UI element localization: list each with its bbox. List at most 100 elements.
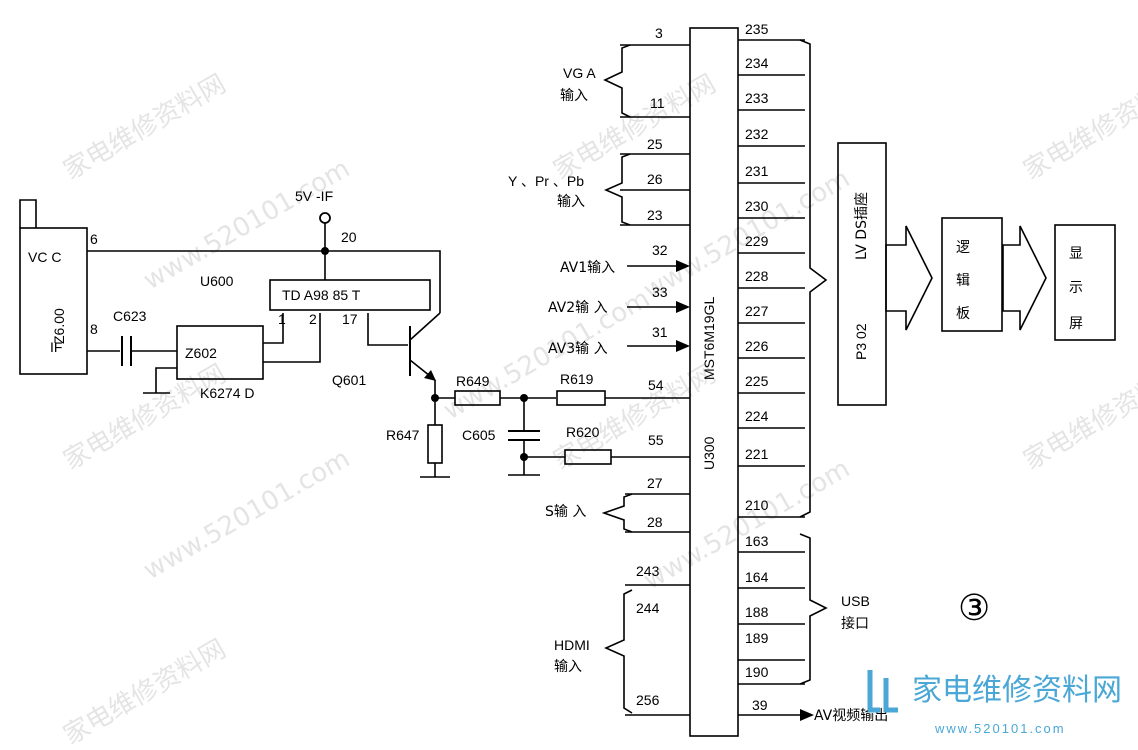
display-char: 屏 (1069, 316, 1083, 332)
display-block: 显 示 屏 (1054, 224, 1116, 341)
ypbpr-pin25: 25 (647, 136, 663, 152)
p302-label: P3 02 (853, 323, 869, 360)
c605-label: C605 (462, 427, 496, 443)
u300-pin55: 55 (648, 432, 664, 448)
watermark-layer: 家电维修资料网 www.520101.com 家电维修资料网 www.52010… (59, 69, 1138, 750)
u300-chip: MST6M19GL U300 (689, 27, 739, 737)
lvds-pins: 235 234 233 232 231 230 229 228 227 226 … (738, 21, 828, 518)
av-out: 39 AV视频输出 (738, 697, 888, 724)
av2-label: AV2输 入 (548, 300, 608, 316)
vga-input-group: 3 11 VG A 输入 (560, 25, 690, 118)
u300-ref: U300 (701, 436, 717, 470)
watermark-url: www.520101.com (139, 154, 356, 296)
display-char: 示 (1069, 280, 1083, 296)
watermark-cn: 家电维修资料网 (1019, 69, 1138, 186)
q601-collector (409, 312, 441, 341)
av-inputs: AV1输入 32 AV2输 入 33 AV3输 入 31 (548, 242, 690, 357)
tuner-if-label: IF (50, 339, 62, 355)
usb-pin: 190 (745, 664, 769, 680)
z602-part: K6274 D (200, 385, 254, 401)
z602-to-pin2 (263, 313, 321, 363)
vcc-wire (87, 250, 441, 313)
z602-ground-wire (155, 367, 177, 393)
hdmi-label: HDMI (554, 637, 590, 653)
logo-text: 家电维修资料网 (912, 673, 1122, 708)
power-terminal (319, 212, 331, 224)
usb-pin: 163 (745, 533, 769, 549)
watermark-cn: 家电维修资料网 (1019, 359, 1138, 476)
watermark-cn: 家电维修资料网 (549, 69, 722, 186)
s-pin27: 27 (647, 475, 663, 491)
lvds-pin: 232 (745, 126, 769, 142)
hdmi-pin243: 243 (636, 563, 660, 579)
hdmi-pin244: 244 (636, 600, 660, 616)
ypbpr-pin23: 23 (647, 207, 663, 223)
z602-block: Z602 K6274 D (143, 313, 321, 401)
s-label: S输 入 (545, 504, 586, 520)
logic-board-block: 逻 辑 板 (941, 217, 1003, 332)
c623-label: C623 (113, 308, 147, 324)
ypbpr-label-input: 输入 (557, 194, 585, 210)
r647-resistor (427, 424, 443, 464)
usb-pins: 163 164 188 189 190 USB 接口 (738, 533, 870, 685)
r619-label: R619 (560, 371, 594, 387)
lvds-pin: 234 (745, 55, 769, 71)
lvds-pin: 225 (745, 373, 769, 389)
ypbpr-label: Y 、Pr 、Pb (508, 173, 584, 189)
tuner-z600: VC C Z6.00 IF 6 8 (19, 199, 98, 375)
u600-part: TD A98 85 T (282, 287, 361, 303)
av3-label: AV3输 入 (548, 341, 608, 357)
power-pin20: 20 (341, 229, 357, 245)
display-char: 显 (1069, 246, 1083, 262)
vga-pin3: 3 (655, 25, 663, 41)
tuner-pin8: 8 (90, 321, 98, 337)
lvds-pin: 229 (745, 233, 769, 249)
logic-board-char: 逻 (956, 240, 970, 256)
lvds-pin: 235 (745, 21, 769, 37)
lvds-pin: 221 (745, 446, 769, 462)
u600-pin1: 1 (278, 311, 286, 327)
u600-ref: U600 (200, 273, 234, 289)
z602-ref: Z602 (185, 345, 217, 361)
lvds-pin: 227 (745, 303, 769, 319)
hdmi-input-group: 243 244 256 HDMI 输入 (554, 563, 690, 716)
lvds-pin: 233 (745, 90, 769, 106)
u300-pin54: 54 (648, 377, 664, 393)
figure-number: ③ (958, 588, 990, 629)
watermark-cn: 家电维修资料网 (59, 359, 232, 476)
usb-pin: 189 (745, 630, 769, 646)
z602-to-pin1 (263, 313, 284, 344)
r619-resistor (556, 390, 606, 406)
watermark-url: www.520101.com (139, 444, 356, 586)
tuner-vcc-label: VC C (28, 249, 61, 265)
q601-base-wire (367, 313, 408, 346)
s-pin28: 28 (647, 514, 663, 530)
u600-block: TD A98 85 T U600 1 2 17 (200, 273, 431, 327)
power-label: 5V -IF (295, 188, 333, 204)
vga-pin11: 11 (650, 95, 665, 111)
lvds-pin: 226 (745, 338, 769, 354)
vga-label: VG A (563, 65, 596, 81)
lvds-pin: 230 (745, 198, 769, 214)
logic-board-char: 板 (956, 306, 970, 322)
ypbpr-input-group: 25 26 23 Y 、Pr 、Pb 输入 (508, 136, 690, 226)
usb-label: USB (841, 593, 870, 609)
watermark-cn: 家电维修资料网 (59, 69, 232, 186)
logo-mark (883, 678, 898, 713)
u300-part: MST6M19GL (701, 297, 717, 380)
u600-pin17: 17 (342, 311, 358, 327)
hdmi-label-input: 输入 (554, 659, 582, 675)
q601-emitter-arrow (424, 370, 436, 381)
arrow-to-logic-board (885, 225, 933, 331)
u600-pin2: 2 (309, 311, 317, 327)
av1-pin: 32 (652, 242, 668, 258)
usb-label-cn: 接口 (841, 615, 869, 632)
av1-label: AV1输入 (560, 260, 615, 276)
watermark-cn: 家电维修资料网 (59, 634, 232, 750)
tuner-name-label: Z6.00 (51, 308, 67, 344)
q601-transistor: Q601 (332, 312, 441, 398)
usb-pin: 188 (745, 604, 769, 620)
r649-label: R649 (456, 373, 490, 389)
